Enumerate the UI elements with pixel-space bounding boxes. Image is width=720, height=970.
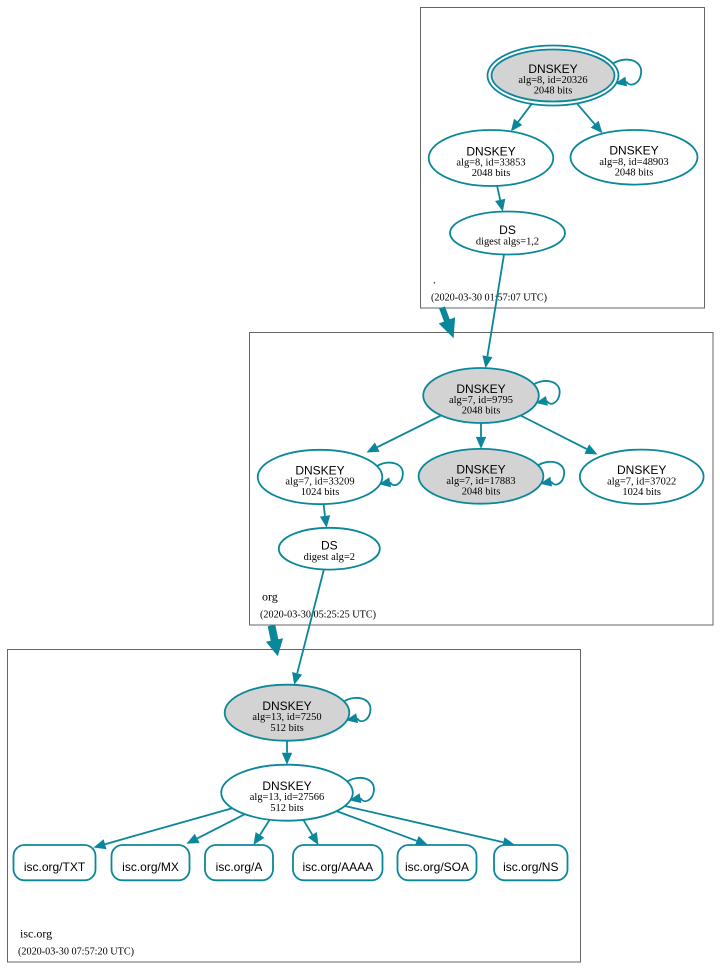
svg-text:alg=8, id=33853: alg=8, id=33853 (456, 158, 525, 169)
svg-text:digest algs=1,2: digest algs=1,2 (476, 236, 539, 247)
svg-text:alg=7, id=33209: alg=7, id=33209 (285, 477, 354, 488)
svg-text:DNSKEY: DNSKEY (609, 144, 658, 158)
svg-text:2048 bits: 2048 bits (534, 86, 573, 97)
svg-text:alg=7, id=37022: alg=7, id=37022 (607, 476, 676, 487)
svg-text:512 bits: 512 bits (270, 803, 303, 814)
svg-text:(2020-03-30 05:25:25 UTC): (2020-03-30 05:25:25 UTC) (260, 609, 376, 620)
svg-text:DNSKEY: DNSKEY (456, 463, 505, 477)
svg-text:digest alg=2: digest alg=2 (304, 552, 355, 563)
svg-text:.: . (433, 272, 436, 286)
svg-text:isc.org: isc.org (20, 926, 52, 940)
svg-text:isc.org/SOA: isc.org/SOA (405, 860, 469, 874)
svg-text:2048 bits: 2048 bits (472, 168, 511, 179)
svg-text:(2020-03-30 07:57:20 UTC): (2020-03-30 07:57:20 UTC) (18, 946, 134, 957)
svg-text:1024 bits: 1024 bits (622, 487, 661, 498)
svg-text:DNSKEY: DNSKEY (466, 144, 515, 158)
svg-text:alg=13, id=7250: alg=13, id=7250 (252, 712, 321, 723)
svg-text:DNSKEY: DNSKEY (262, 779, 311, 793)
svg-text:DNSKEY: DNSKEY (295, 463, 344, 477)
svg-text:isc.org/TXT: isc.org/TXT (24, 860, 86, 874)
svg-text:DS: DS (321, 539, 338, 553)
svg-text:DNSKEY: DNSKEY (262, 699, 311, 713)
svg-text:org: org (262, 589, 278, 603)
svg-text:isc.org/A: isc.org/A (216, 860, 263, 874)
svg-text:DS: DS (499, 223, 516, 237)
svg-text:alg=8, id=48903: alg=8, id=48903 (599, 157, 668, 168)
svg-text:2048 bits: 2048 bits (462, 406, 501, 417)
svg-text:1024 bits: 1024 bits (301, 487, 340, 498)
svg-text:alg=7, id=17883: alg=7, id=17883 (446, 476, 515, 487)
svg-text:DNSKEY: DNSKEY (617, 463, 666, 477)
svg-text:alg=7, id=9795: alg=7, id=9795 (449, 395, 513, 406)
svg-text:2048 bits: 2048 bits (615, 168, 654, 179)
svg-text:alg=13, id=27566: alg=13, id=27566 (250, 792, 324, 803)
svg-text:2048 bits: 2048 bits (462, 487, 501, 498)
svg-text:DNSKEY: DNSKEY (456, 382, 505, 396)
svg-text:isc.org/AAAA: isc.org/AAAA (302, 860, 373, 874)
svg-text:alg=8, id=20326: alg=8, id=20326 (518, 75, 587, 86)
svg-text:512 bits: 512 bits (270, 723, 303, 734)
svg-text:(2020-03-30 01:57:07 UTC): (2020-03-30 01:57:07 UTC) (431, 292, 547, 303)
svg-text:isc.org/MX: isc.org/MX (122, 860, 179, 874)
svg-text:DNSKEY: DNSKEY (528, 62, 577, 76)
svg-text:isc.org/NS: isc.org/NS (503, 860, 558, 874)
